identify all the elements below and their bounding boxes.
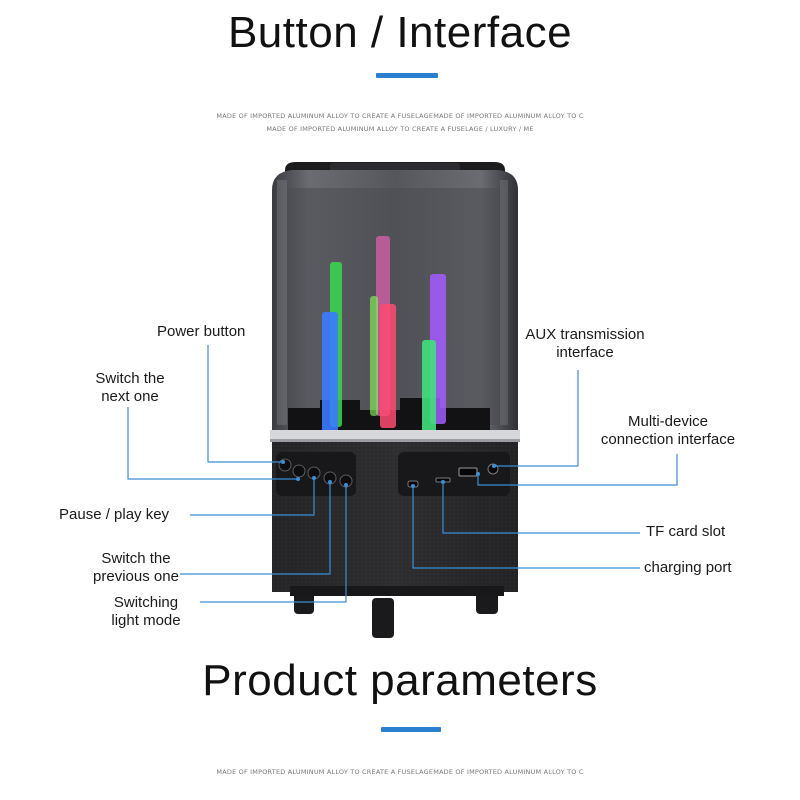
- label-light-mode: Switching light mode: [111, 594, 181, 629]
- footer-underline-accent: [381, 727, 441, 732]
- light-tube-green-right: [422, 340, 436, 432]
- tagline-line-1: MADE OF IMPORTED ALUMINUM ALLOY TO CREAT…: [216, 112, 584, 120]
- callout-lines-right: [412, 370, 678, 569]
- label-power-button: Power button: [157, 323, 246, 340]
- light-tube-red: [380, 304, 396, 428]
- label-aux-interface: AUX transmission interface: [525, 326, 645, 361]
- power-button-knob: [278, 458, 292, 472]
- callout-dots-right: [411, 464, 496, 488]
- label-pause-play: Pause / play key: [59, 506, 170, 523]
- label-charging-port: charging port: [644, 559, 732, 576]
- usb-port-shape: [458, 467, 478, 477]
- title-underline-accent: [376, 73, 438, 78]
- next-button-knob: [292, 464, 306, 478]
- callout-lines-left: [127, 345, 347, 603]
- light-tube-lime: [370, 296, 378, 416]
- speaker-foot-left: [294, 592, 314, 614]
- label-switch-previous: Switch the previous one: [93, 550, 179, 585]
- footer-tagline: MADE OF IMPORTED ALUMINUM ALLOY TO CREAT…: [216, 768, 584, 776]
- control-buttons: [278, 458, 353, 488]
- tagline-line-2: MADE OF IMPORTED ALUMINUM ALLOY TO CREAT…: [266, 125, 534, 133]
- speaker-foot-right: [476, 592, 498, 614]
- light-tube-blue: [322, 312, 338, 432]
- section-title-button-interface: Button / Interface: [227, 8, 573, 57]
- label-tf-card-slot: TF card slot: [646, 523, 726, 540]
- light-tubes: [322, 236, 446, 432]
- label-switch-next: Switch the next one: [95, 370, 165, 405]
- label-multi-device: Multi-device connection interface: [600, 413, 736, 448]
- callout-dots-left: [281, 460, 348, 487]
- section-title-product-parameters: Product parameters: [202, 656, 598, 705]
- speaker-foot-center: [372, 598, 394, 638]
